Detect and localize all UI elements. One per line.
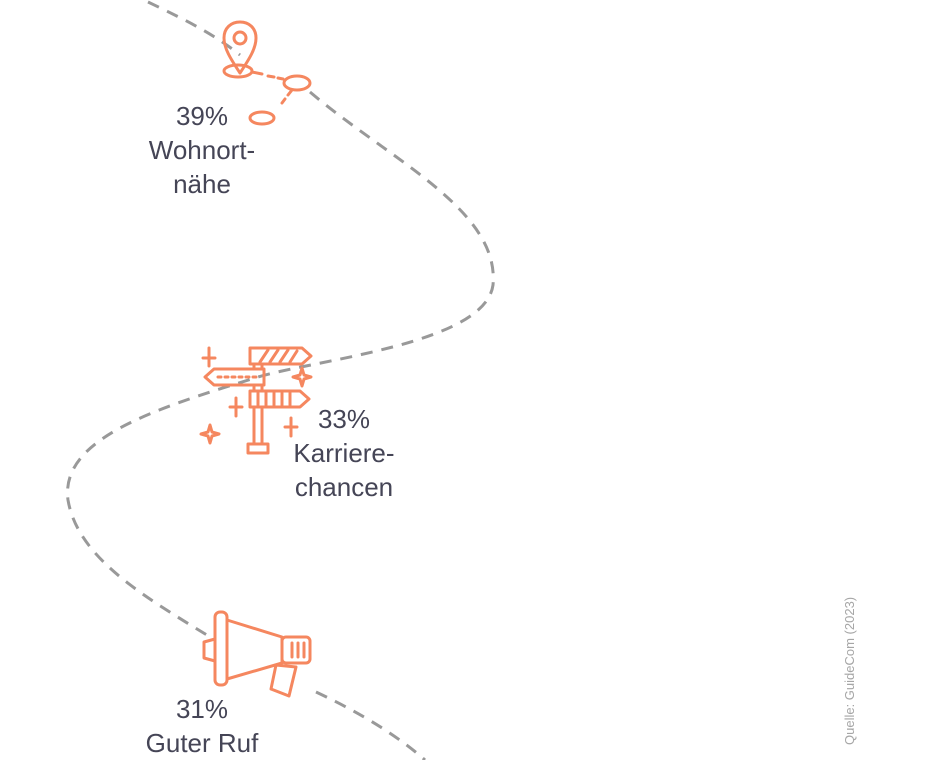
- item-ruf-label: 31% Guter Ruf: [124, 692, 280, 760]
- item-wohnort-line1: Wohnort-: [148, 135, 256, 165]
- item-karriere-percent: 33%: [317, 404, 371, 434]
- source-note: Quelle: GuideCom (2023): [842, 596, 857, 745]
- item-ruf-percent: 31%: [175, 694, 229, 724]
- item-wohnort-line2: nähe: [173, 169, 231, 199]
- megaphone-icon: [202, 610, 312, 698]
- item-wohnort-label: 39% Wohnort- nähe: [134, 99, 270, 201]
- dashed-route-line: [66, 0, 495, 760]
- item-ruf-line1: Guter Ruf: [145, 728, 259, 758]
- signpost-icon: [199, 346, 313, 455]
- item-karriere-line1: Karriere-: [293, 438, 395, 468]
- item-karriere-label: 33% Karriere- chancen: [276, 402, 412, 504]
- item-karriere-line2: chancen: [294, 472, 394, 502]
- item-wohnort-percent: 39%: [175, 101, 229, 131]
- location-pin-route-icon: [222, 20, 312, 126]
